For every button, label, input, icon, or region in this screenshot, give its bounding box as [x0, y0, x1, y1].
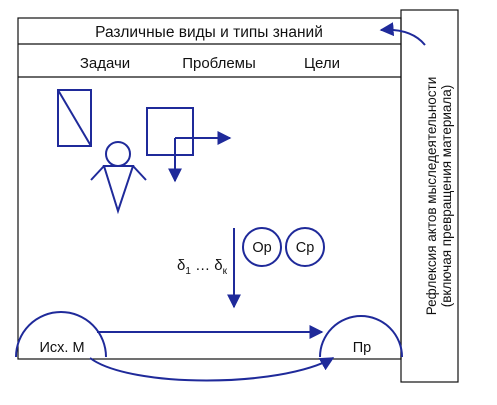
delta-ellipsis: … [191, 257, 214, 274]
side-panel-line1: Рефлексия актов мыследеятельности [424, 77, 439, 316]
product-arc [319, 315, 403, 358]
knowledge-block-diagonal [57, 89, 92, 147]
delta-last-index: к [223, 266, 228, 277]
subheader-item-tasks: Задачи [80, 55, 130, 72]
circle-sr-label: Ср [296, 240, 315, 256]
subheader-item-problems: Проблемы [182, 55, 256, 72]
header-title: Различные виды и типы знаний [95, 24, 323, 41]
delta-first-index: 1 [185, 266, 191, 277]
subheader-item-goals: Цели [304, 55, 340, 72]
circle-op [242, 227, 282, 267]
object-square-icon [146, 107, 194, 156]
person-icon [90, 141, 147, 215]
knowledge-block-icon [57, 89, 92, 147]
source-material-arc [15, 311, 107, 358]
source-material-label: Исх. М [39, 340, 84, 356]
circle-sr [285, 227, 325, 267]
side-panel [400, 9, 459, 383]
delta-sequence-label: δ1 … δк [177, 257, 228, 277]
side-panel-line2: (включая превращения материала) [439, 85, 454, 308]
circle-op-label: Ор [252, 240, 271, 256]
transformation-curve-arrow [89, 357, 335, 382]
reflection-arrow [379, 22, 426, 46]
delta-first-symbol: δ [177, 257, 185, 274]
product-label: Пр [353, 340, 372, 356]
delta-last-symbol: δ [214, 257, 222, 274]
